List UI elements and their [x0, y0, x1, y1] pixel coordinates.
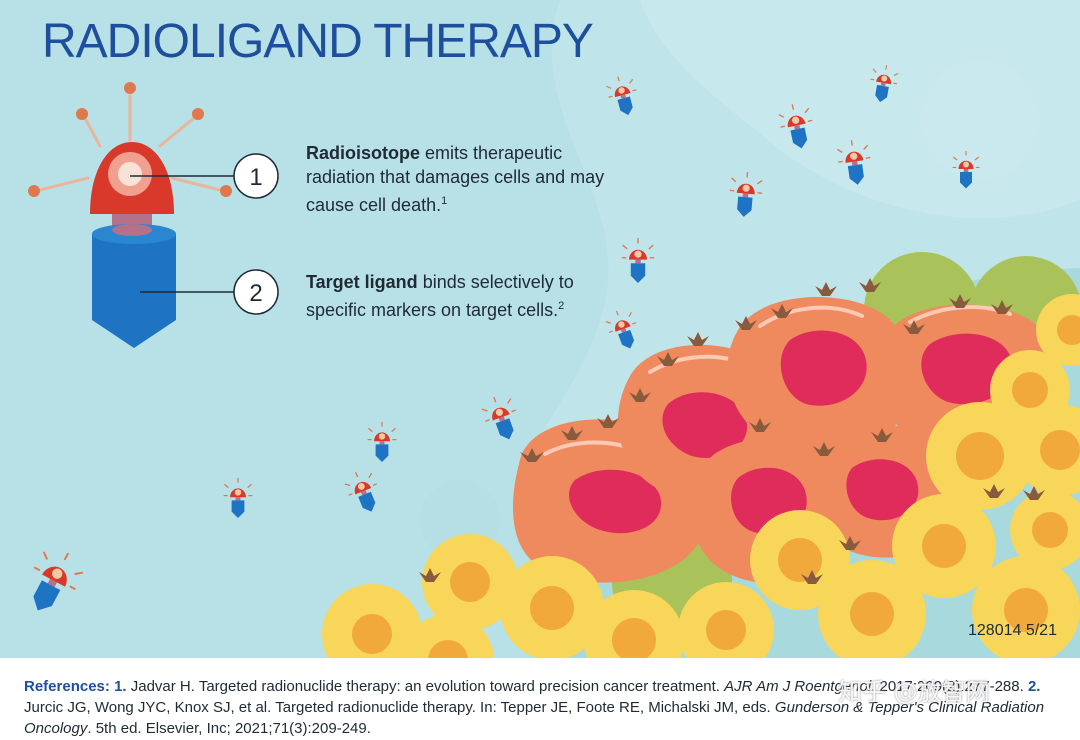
receptor-markers	[520, 278, 1013, 462]
callout-2-term: Target ligand	[306, 272, 418, 292]
callout-1-term: Radioisotope	[306, 143, 421, 163]
illustration: 1 2	[0, 0, 1080, 658]
references-label: References:	[24, 678, 110, 695]
target-ligand	[92, 234, 176, 348]
radioligand-large-illustration	[28, 82, 232, 348]
callout-1-circle	[233, 153, 279, 199]
document-code: 128014 5/21	[968, 622, 1057, 639]
healthy-cells	[322, 294, 1080, 658]
callout-2-description: binds selectively to specific markers on…	[306, 272, 574, 320]
callout-1-description: emits therapeutic radiation that damages…	[306, 143, 605, 215]
callout-2-circle	[233, 269, 279, 315]
references: References: 1. Jadvar H. Targeted radion…	[0, 658, 1080, 740]
callout-1-ref: 1	[441, 195, 448, 207]
callout-2-number: 2	[249, 280, 262, 307]
callout-2-ref: 2	[558, 300, 565, 312]
callout-2-text: Target ligand binds selectively to speci…	[306, 270, 606, 322]
cancer-cell	[727, 297, 912, 454]
callout-1-text: Radioisotope emits therapeutic radiation…	[306, 141, 606, 217]
callout-1-number: 1	[249, 164, 262, 191]
healthy-cell-markers	[419, 484, 1045, 584]
watermark: 知乎 @放智网	[838, 678, 990, 706]
page-title: RADIOLIGAND THERAPY	[42, 15, 594, 68]
